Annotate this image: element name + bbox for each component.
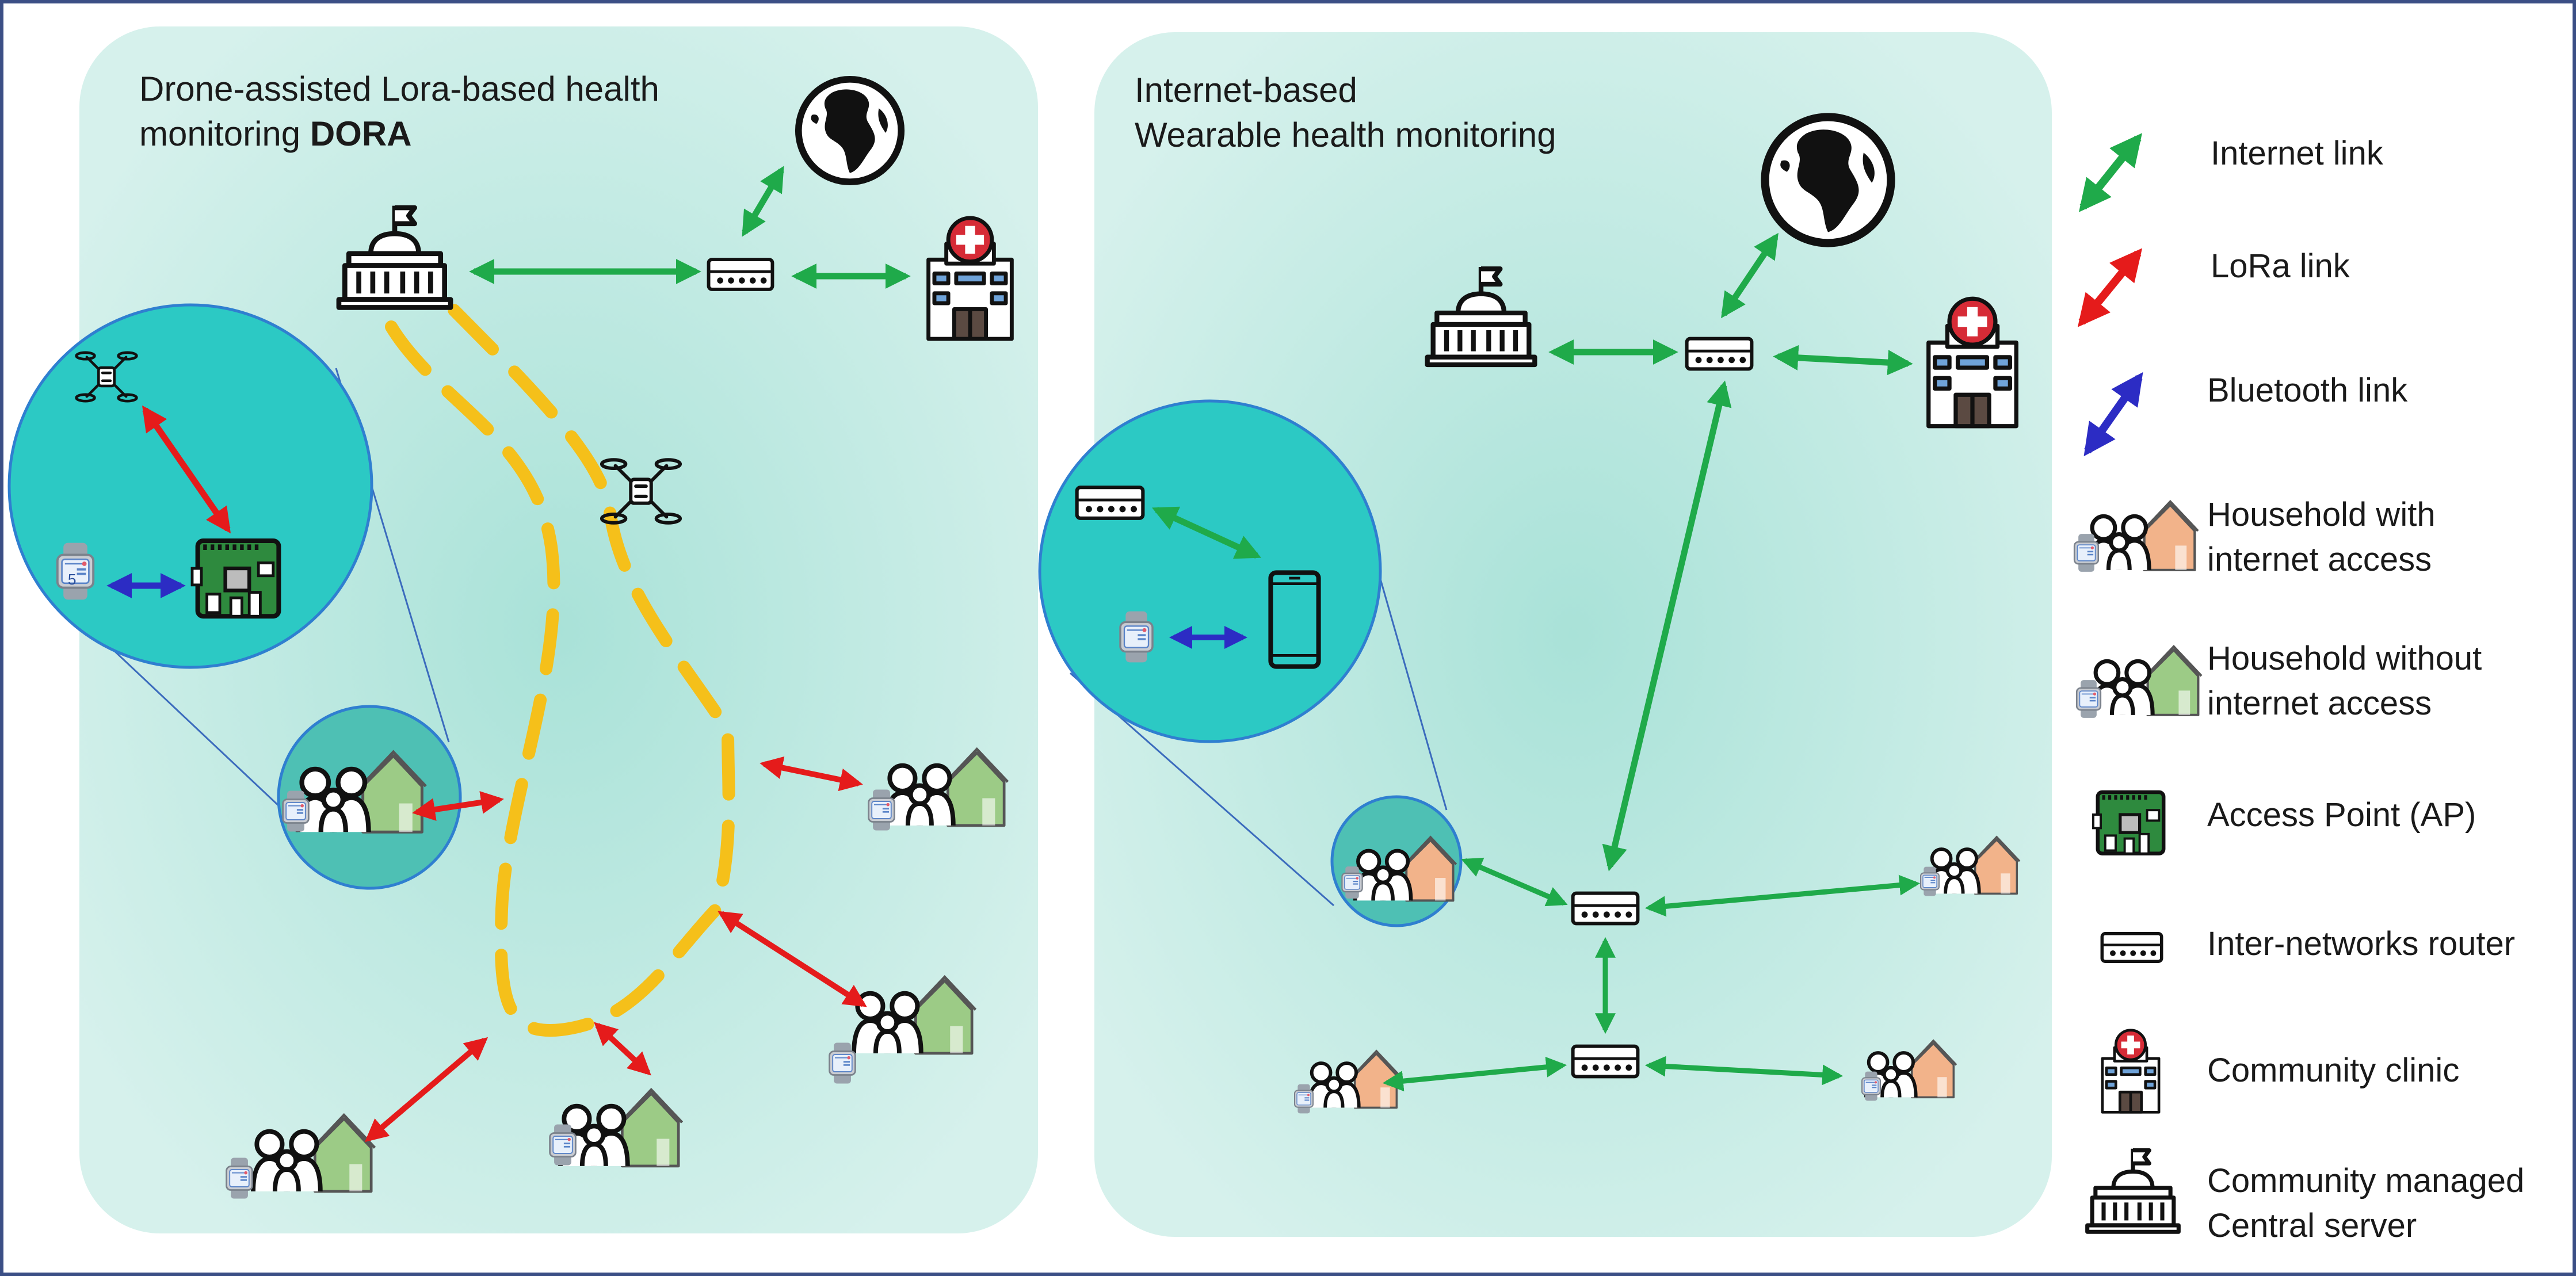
legend-household-no-internet-label: Household without internet access bbox=[2207, 636, 2482, 726]
legend-household-no-internet-line1: Household without bbox=[2207, 640, 2482, 677]
legend-router-label: Inter-networks router bbox=[2207, 925, 2516, 962]
legend-household-internet-label: Household with internet access bbox=[2207, 492, 2436, 582]
legend-lora-link-arrow bbox=[2077, 248, 2143, 327]
internet-link bbox=[1382, 1056, 1567, 1092]
internet-link-router-phone bbox=[1152, 506, 1261, 559]
internet-link-router-globe bbox=[1721, 232, 1779, 319]
router-icon bbox=[1573, 893, 1638, 924]
legend-household-internet-line2: internet access bbox=[2207, 541, 2432, 578]
dora-title-bold: DORA bbox=[310, 114, 412, 153]
dora-panel-title-line1: Drone-assisted Lora-based health bbox=[139, 70, 659, 108]
zoom-circle-internet bbox=[1038, 399, 1382, 743]
legend-household-no-internet-line2: internet access bbox=[2207, 685, 2432, 722]
lora-link bbox=[718, 911, 867, 1007]
zoom-circle-dora bbox=[7, 303, 373, 669]
internet-panel-title-line2: Wearable health monitoring bbox=[1135, 116, 1556, 154]
legend-bluetooth-link-label: Bluetooth link bbox=[2207, 372, 2408, 409]
lora-link bbox=[412, 791, 504, 821]
internet-link-router-globe bbox=[742, 166, 784, 237]
router-icon bbox=[1077, 487, 1143, 518]
legend-central-server-line2: Central server bbox=[2207, 1207, 2417, 1244]
internet-link bbox=[1644, 1056, 1844, 1086]
internet-link bbox=[1644, 874, 1921, 917]
router-icon bbox=[1573, 1046, 1638, 1077]
legend-clinic-label: Community clinic bbox=[2207, 1052, 2460, 1089]
globe-icon bbox=[1765, 117, 1891, 243]
legend-access-point-icon bbox=[2093, 792, 2163, 854]
legend-lora-link-label: LoRa link bbox=[2211, 247, 2350, 285]
internet-panel-title-line1: Internet-based bbox=[1135, 71, 1357, 109]
lora-link bbox=[760, 756, 863, 792]
legend-internet-link-arrow bbox=[2079, 133, 2142, 212]
dora-title-prefix: monitoring bbox=[139, 114, 310, 153]
dora-panel-title-line2: monitoring DORA bbox=[139, 112, 659, 156]
internet-panel bbox=[1094, 32, 2052, 1237]
lora-link bbox=[594, 1022, 651, 1076]
router-icon bbox=[709, 259, 773, 289]
internet-panel-title: Internet-based Wearable health monitorin… bbox=[1135, 68, 1556, 158]
internet-link bbox=[1461, 857, 1568, 907]
drone-route bbox=[385, 293, 735, 1037]
internet-link-router-hub bbox=[1602, 380, 1732, 872]
lora-link bbox=[364, 1037, 489, 1143]
legend-bluetooth-link-arrow bbox=[2083, 372, 2143, 457]
legend-access-point-label: Access Point (AP) bbox=[2207, 796, 2476, 834]
watch-screen-digit: 5 bbox=[68, 571, 76, 588]
router-icon bbox=[1687, 339, 1752, 369]
zoom-callout-line bbox=[91, 629, 292, 818]
legend-central-server-label: Community managed Central server bbox=[2207, 1159, 2524, 1248]
legend-router-icon bbox=[2102, 934, 2161, 961]
legend-internet-link-label: Internet link bbox=[2211, 135, 2383, 172]
lora-link-drone-ap bbox=[142, 405, 231, 534]
legend-household-internet-line1: Household with bbox=[2207, 496, 2436, 533]
dora-panel-title: Drone-assisted Lora-based health monitor… bbox=[139, 67, 659, 156]
globe-icon bbox=[799, 79, 901, 182]
internet-link-router-clinic bbox=[1773, 345, 1913, 376]
legend-central-server-line1: Community managed bbox=[2207, 1162, 2525, 1199]
access-point-icon bbox=[192, 541, 278, 616]
